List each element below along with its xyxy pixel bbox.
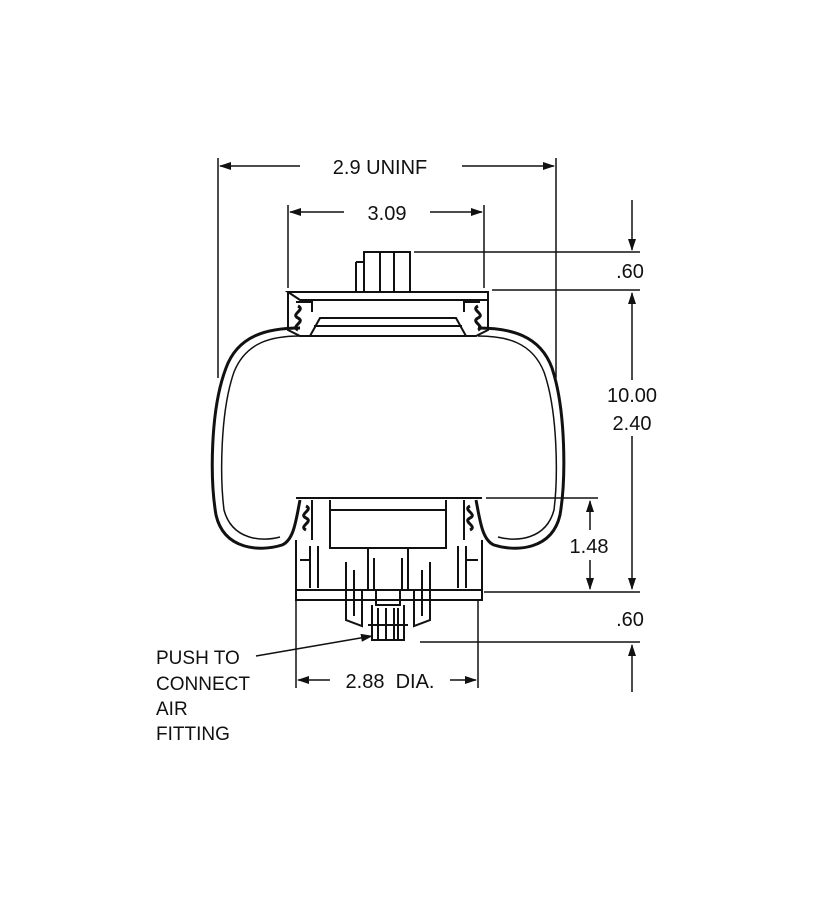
air-fitting-callout: PUSH TO CONNECT AIR FITTING [156, 648, 250, 745]
callout-line-1: PUSH TO [156, 648, 240, 669]
dimension-lines [217, 158, 640, 692]
bellows-inner [220, 335, 558, 540]
bellows-outer [210, 326, 566, 550]
lower-height-label: 1.48 [570, 536, 609, 558]
callout-line-4: FITTING [156, 724, 230, 745]
bottom-base [295, 590, 483, 641]
overall-width-label: 2.9 UNINF [333, 157, 427, 179]
piston [295, 497, 483, 628]
base-diameter-label: 2.88 DIA. [346, 671, 435, 693]
callout-line-3: AIR [156, 699, 188, 720]
air-spring-body [210, 251, 566, 641]
top-plate [284, 291, 489, 337]
bottom-stud-height-label: .60 [616, 609, 644, 631]
height-primary-label: 10.00 [607, 385, 657, 407]
height-secondary-label: 2.40 [613, 413, 652, 435]
top-stud-height-label: .60 [616, 261, 644, 283]
dimension-labels: 2.9 UNINF 3.09 .60 10.00 2.40 1.48 .60 2… [333, 157, 657, 693]
top-plate-width-label: 3.09 [368, 203, 407, 225]
callout-line-2: CONNECT [156, 674, 250, 695]
